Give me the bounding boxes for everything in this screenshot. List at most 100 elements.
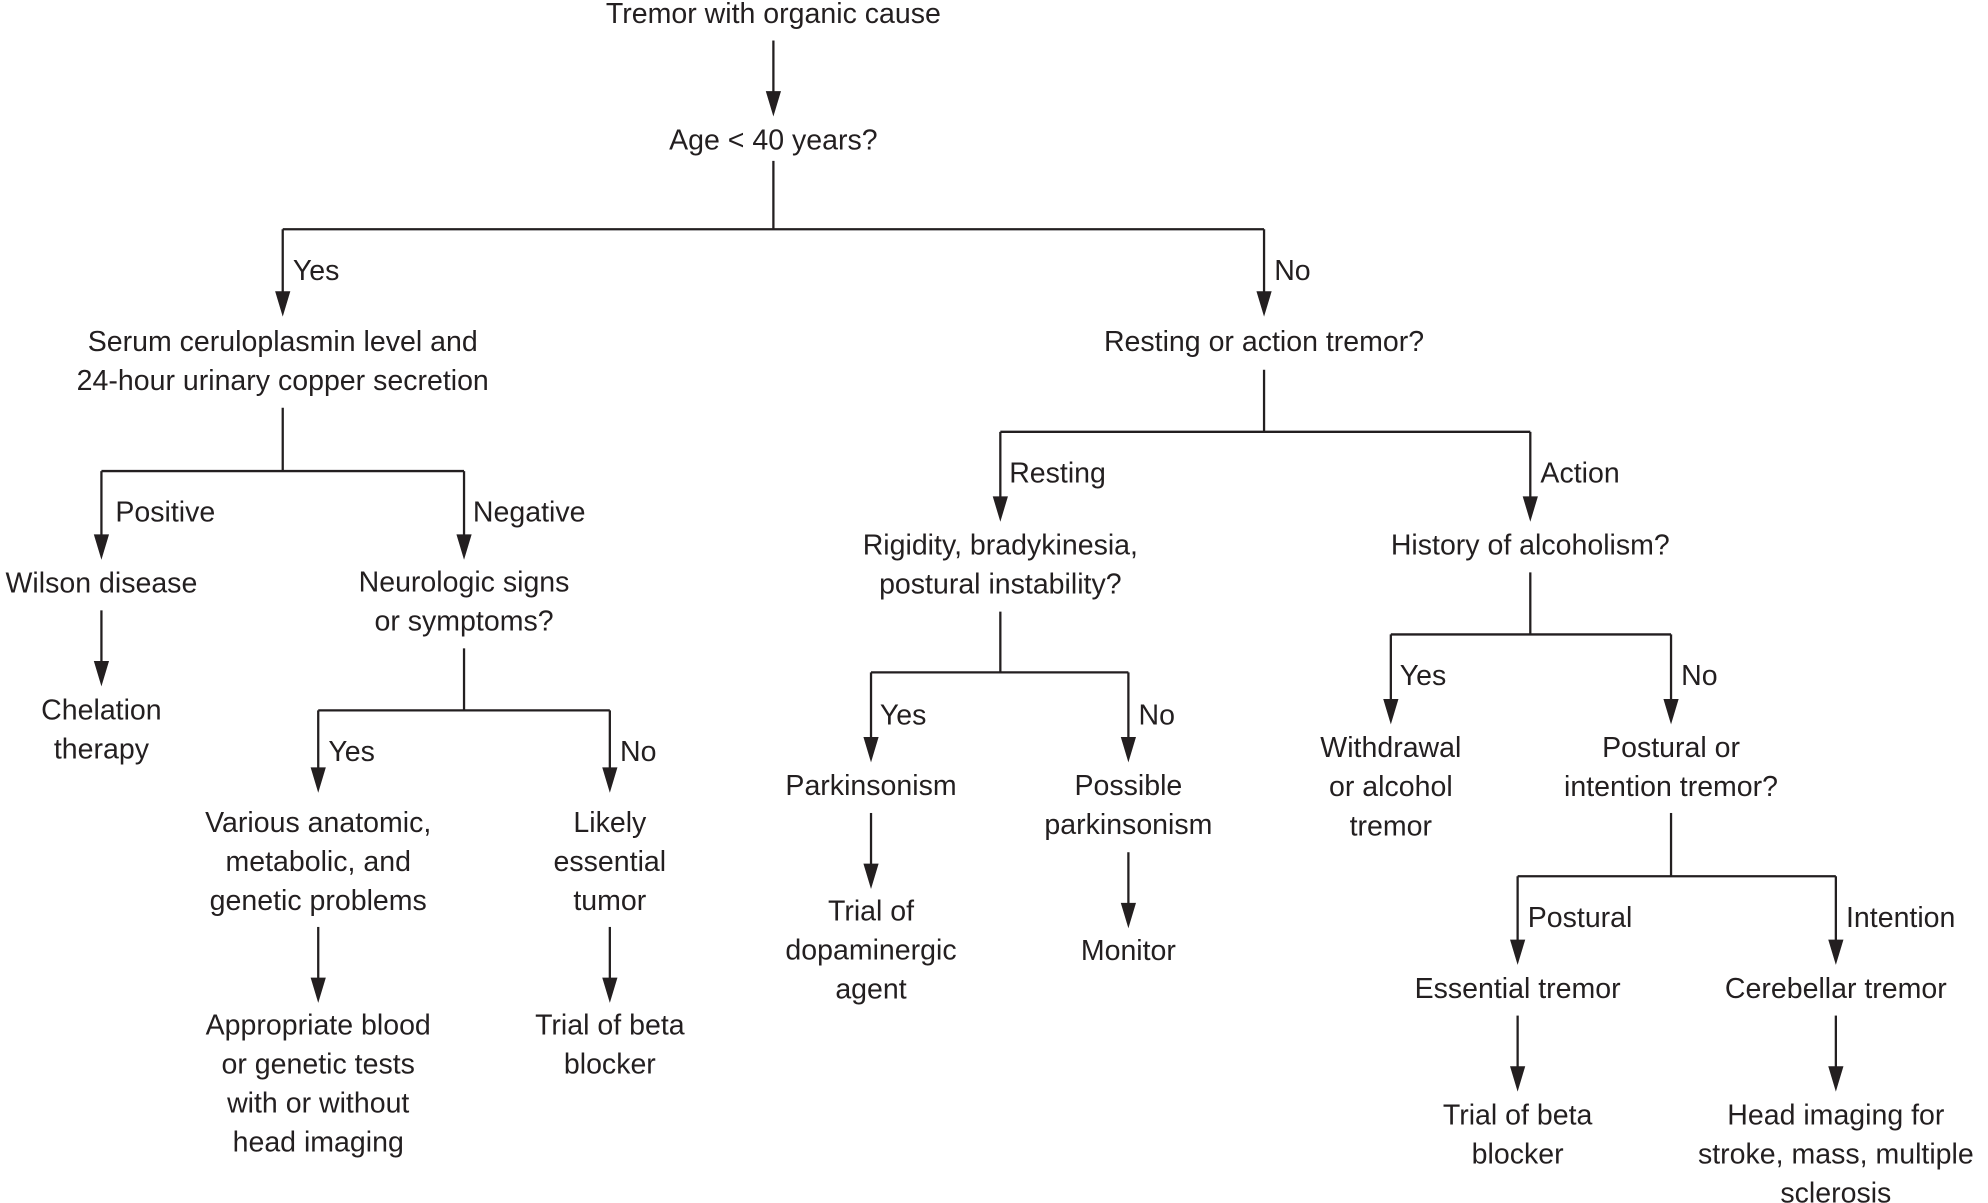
- edge-label-age-yes: Yes: [293, 255, 340, 287]
- edge-label-neuro-no: No: [620, 736, 656, 768]
- node-line: Trial of: [828, 896, 914, 928]
- node-line: tumor: [573, 885, 646, 917]
- node-line: Trial of beta: [1443, 1100, 1593, 1132]
- node-line: Likely: [573, 807, 647, 839]
- arrowhead-icon: [1256, 291, 1272, 317]
- node-line: parkinsonism: [1044, 809, 1212, 841]
- edge-label-serum-neg: Negative: [473, 497, 586, 529]
- node-dopa: Trial of dopaminergic agent: [785, 896, 956, 1006]
- arrowhead-icon: [1522, 496, 1538, 522]
- edge-label-ra-action: Action: [1540, 457, 1619, 489]
- node-line: blocker: [1472, 1139, 1564, 1171]
- node-line: essential: [554, 846, 667, 878]
- arrowhead-icon: [1510, 1066, 1526, 1092]
- node-line: agent: [835, 974, 906, 1006]
- node-essential: Essential tremor: [1415, 973, 1622, 1005]
- node-head: Head imaging for stroke, mass, multiple sc…: [1698, 1100, 1974, 1203]
- node-wilson: Wilson disease: [6, 568, 198, 600]
- node-line: therapy: [54, 733, 150, 765]
- arrowhead-icon: [275, 291, 291, 317]
- arrowhead-icon: [310, 977, 326, 1003]
- node-line: Wilson disease: [6, 568, 198, 600]
- node-line: intention tremor?: [1564, 771, 1778, 803]
- arrowhead-icon: [863, 736, 879, 763]
- arrowhead-icon: [1510, 939, 1526, 965]
- arrowhead-icon: [93, 534, 110, 560]
- node-likely: Likely essential tumor: [554, 807, 667, 917]
- node-line: head imaging: [233, 1127, 404, 1159]
- node-line: Monitor: [1081, 935, 1177, 967]
- arrowhead-icon: [765, 91, 781, 117]
- node-line: metabolic, and: [225, 846, 410, 878]
- node-line: Cerebellar tremor: [1725, 973, 1947, 1005]
- node-line: Tremor with organic cause: [606, 0, 941, 30]
- edge-label-alc-yes: Yes: [1400, 660, 1447, 692]
- arrowhead-icon: [1828, 939, 1844, 965]
- node-line: Trial of beta: [535, 1010, 685, 1042]
- node-line: Postural or: [1602, 732, 1740, 764]
- node-parkinsonism: Parkinsonism: [785, 770, 956, 802]
- arrowhead-icon: [1120, 736, 1136, 763]
- edge-label-alc-no: No: [1681, 660, 1717, 692]
- connectors: [93, 40, 1844, 1092]
- node-age: Age < 40 years?: [669, 124, 877, 156]
- node-line: dopaminergic: [785, 935, 956, 967]
- node-line: or alcohol: [1329, 771, 1453, 803]
- node-line: sclerosis: [1780, 1178, 1891, 1203]
- node-line: postural instability?: [879, 569, 1122, 601]
- node-beta2: Trial of beta blocker: [1443, 1100, 1593, 1171]
- arrowhead-icon: [310, 767, 326, 793]
- node-line: Parkinsonism: [785, 770, 956, 802]
- edge-label-pq-intention: Intention: [1846, 902, 1955, 934]
- edge-label-neuro-yes: Yes: [328, 736, 375, 768]
- arrowhead-icon: [1120, 902, 1136, 929]
- node-line: Serum ceruloplasmin level and: [88, 326, 478, 358]
- node-line: Rigidity, bradykinesia,: [863, 530, 1138, 562]
- node-chelation: Chelation therapy: [41, 694, 161, 765]
- node-monitor: Monitor: [1081, 935, 1177, 967]
- node-line: Chelation: [41, 694, 161, 726]
- edge-label-pq-postural: Postural: [1528, 902, 1633, 934]
- node-alcohol: History of alcoholism?: [1391, 530, 1670, 562]
- node-line: with or without: [226, 1088, 409, 1120]
- arrowhead-icon: [602, 767, 618, 793]
- node-line: Various anatomic,: [205, 807, 431, 839]
- arrowhead-icon: [1663, 699, 1679, 725]
- node-line: History of alcoholism?: [1391, 530, 1670, 562]
- node-line: Essential tremor: [1415, 973, 1622, 1005]
- node-line: 24-hour urinary copper secretion: [77, 365, 489, 397]
- node-line: Appropriate blood: [206, 1010, 431, 1042]
- arrowhead-icon: [992, 496, 1008, 522]
- node-cerebellar: Cerebellar tremor: [1725, 973, 1947, 1005]
- arrowhead-icon: [1383, 699, 1399, 725]
- node-line: stroke, mass, multiple: [1698, 1139, 1974, 1171]
- node-beta1: Trial of beta blocker: [535, 1010, 685, 1081]
- edge-label-rig-yes: Yes: [880, 699, 927, 731]
- node-postural-q: Postural or intention tremor?: [1564, 732, 1778, 803]
- arrowhead-icon: [93, 661, 110, 687]
- edge-label-ra-rest: Resting: [1009, 457, 1106, 489]
- node-root: Tremor with organic cause: [606, 0, 941, 30]
- node-line: Age < 40 years?: [669, 124, 877, 156]
- arrowhead-icon: [602, 977, 618, 1003]
- edge-label-serum-pos: Positive: [115, 497, 215, 529]
- node-line: Head imaging for: [1727, 1100, 1945, 1132]
- arrowhead-icon: [1828, 1066, 1844, 1092]
- node-line: blocker: [564, 1049, 656, 1081]
- node-resting-action: Resting or action tremor?: [1104, 326, 1424, 358]
- node-line: Resting or action tremor?: [1104, 326, 1424, 358]
- arrowhead-icon: [863, 863, 879, 889]
- node-serum: Serum ceruloplasmin level and 24-hour uri…: [77, 326, 489, 397]
- node-line: Neurologic signs: [359, 566, 570, 598]
- node-line: Possible: [1074, 770, 1182, 802]
- arrowhead-icon: [456, 534, 472, 560]
- node-line: or symptoms?: [374, 605, 553, 637]
- node-line: Withdrawal: [1320, 732, 1461, 764]
- node-neuro: Neurologic signs or symptoms?: [359, 566, 570, 637]
- edge-label-rig-no: No: [1139, 699, 1175, 731]
